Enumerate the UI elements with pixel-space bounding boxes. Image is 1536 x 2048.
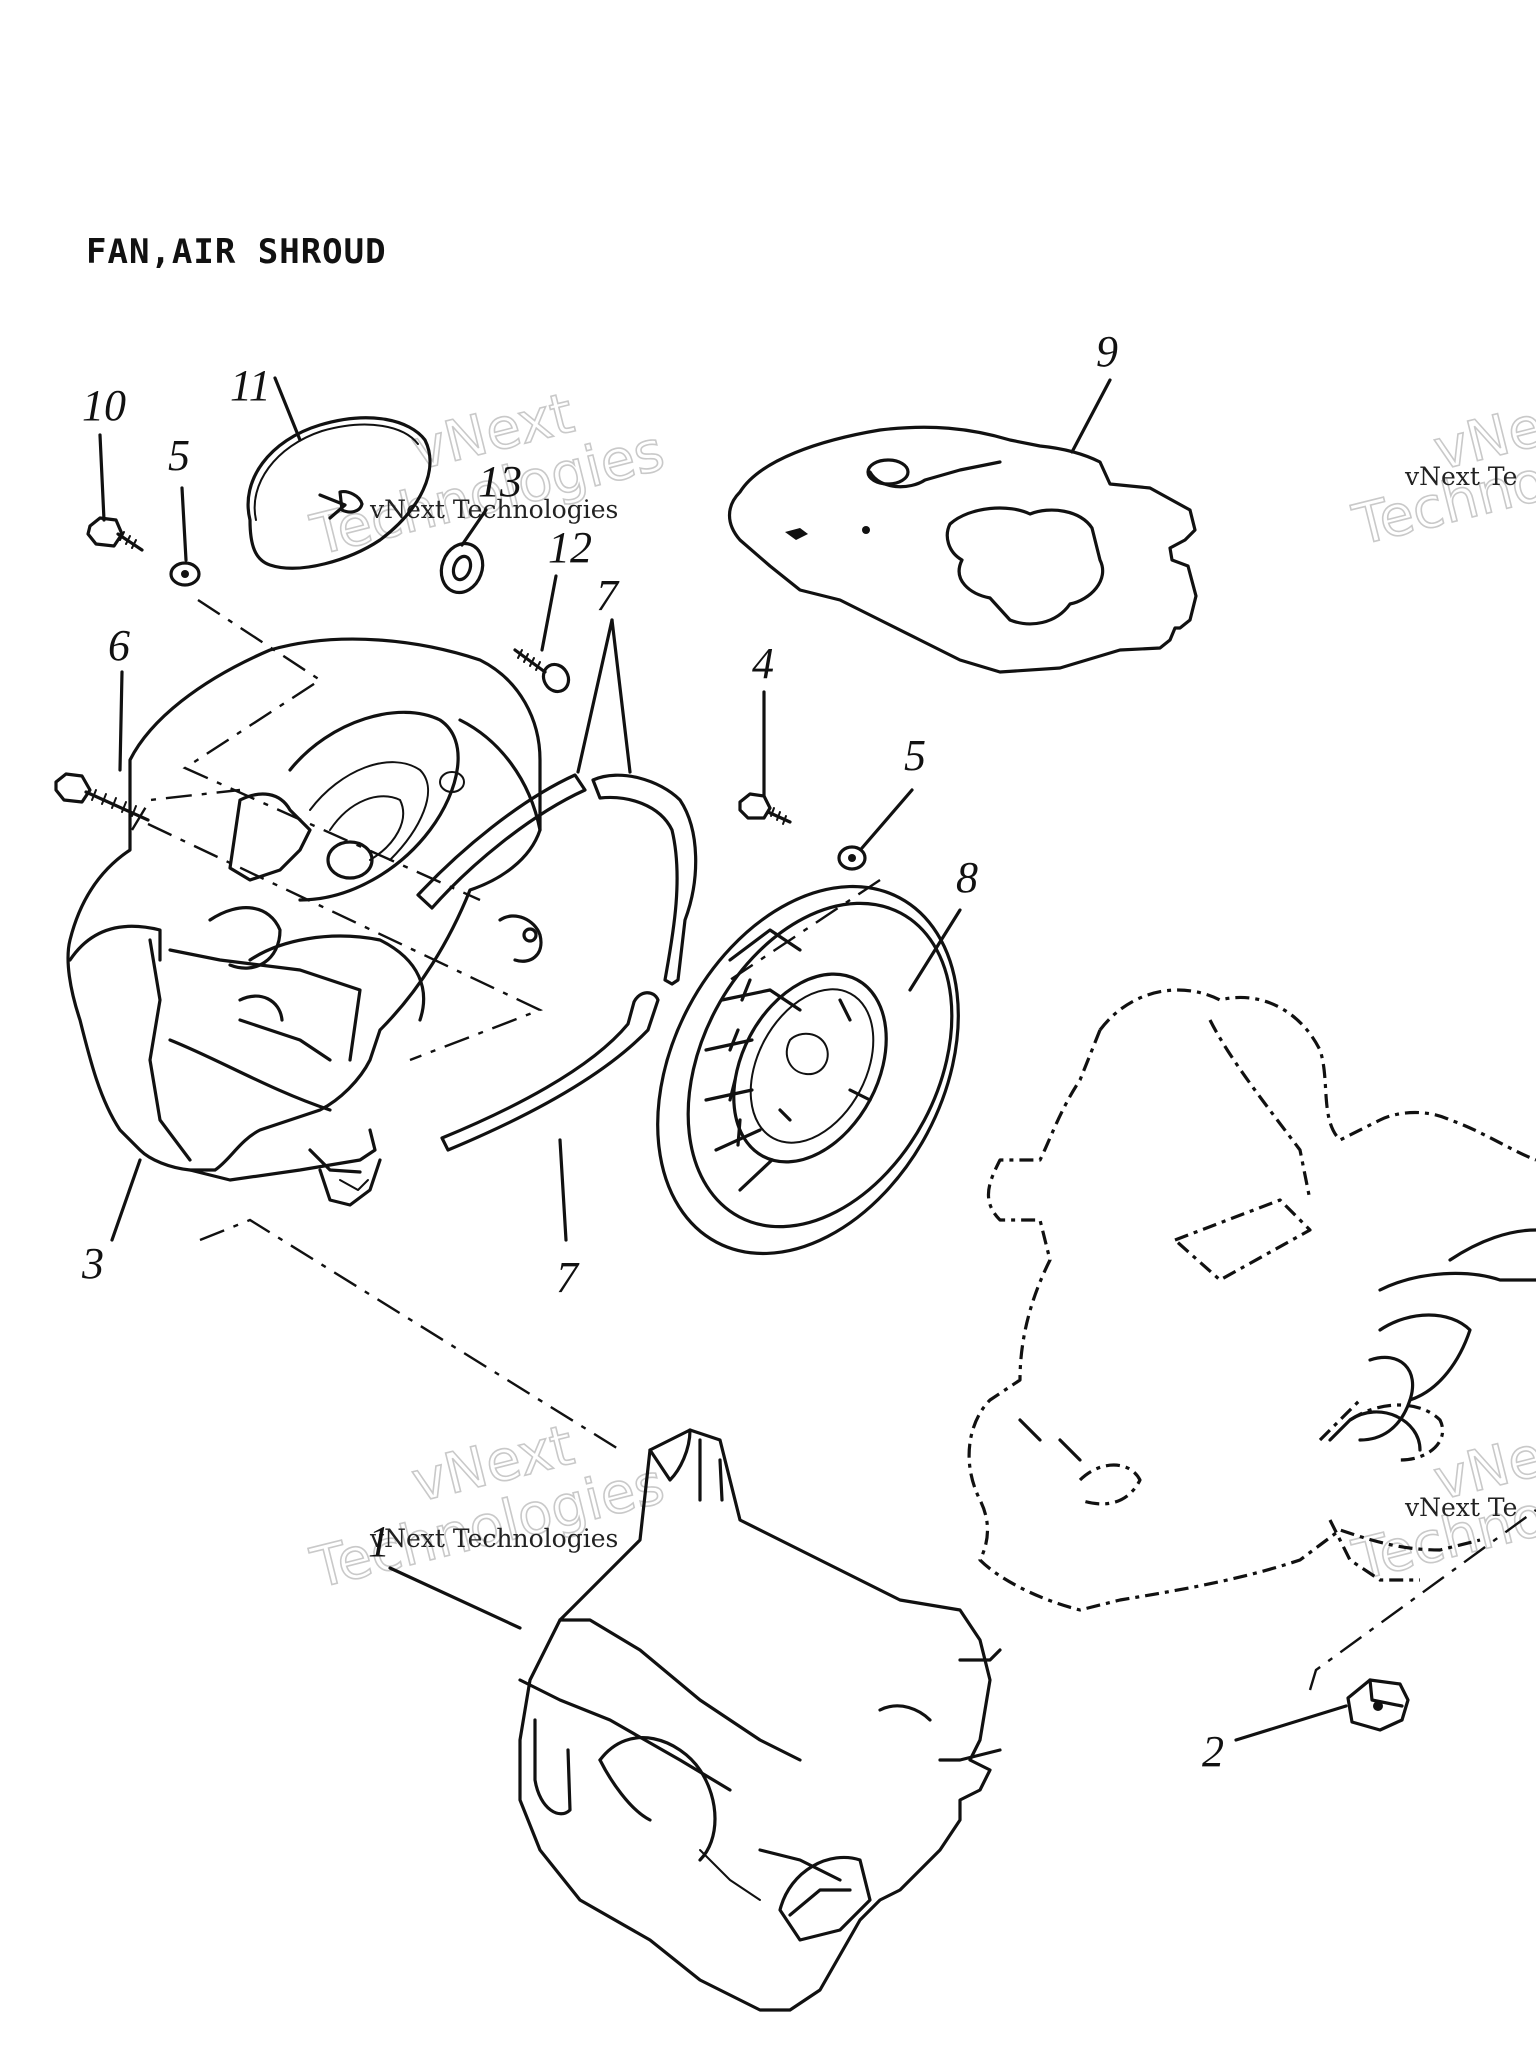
part-13-washer — [439, 541, 485, 595]
callout-11: 11 — [230, 361, 271, 410]
part-1-cylinder-cover — [518, 1428, 1002, 2012]
callout-numbers: 11 10 5 13 12 9 7 6 4 5 8 3 7 1 2 — [81, 327, 1224, 1776]
part-3-fan-housing — [66, 637, 543, 1207]
callout-12: 12 — [548, 523, 592, 572]
callout-7-upper: 7 — [596, 571, 620, 620]
part-5-washer-right — [837, 845, 867, 871]
watermark-bottom: vNext Technologies vNext Technologies — [304, 1412, 671, 1602]
part-10-bolt — [86, 516, 144, 552]
watermark-edge-small: vNext Te — [1404, 462, 1517, 491]
part-7-hose-left — [416, 773, 587, 910]
callout-4: 4 — [752, 639, 774, 688]
callout-5-right: 5 — [904, 731, 926, 780]
part-6-bolt — [54, 772, 150, 822]
callout-6: 6 — [108, 621, 130, 670]
part-8-flywheel-fan — [656, 884, 960, 1256]
watermark-edge-small-2: vNext Te — [1404, 1493, 1517, 1522]
callout-8: 8 — [956, 853, 978, 902]
part-4-bolt — [738, 792, 792, 825]
part-9-shield-plate — [727, 425, 1198, 674]
callout-10: 10 — [82, 381, 126, 430]
callout-2: 2 — [1202, 1727, 1224, 1776]
callout-13: 13 — [478, 457, 522, 506]
part-7-hose-bottom — [440, 991, 660, 1152]
part-12-screw — [513, 648, 571, 694]
callout-leaders — [98, 376, 1348, 1742]
watermark-bottom-right: vNe Techno vNext Te — [1346, 1423, 1536, 1594]
watermark-top-right: vNe Techno vNext Te — [1346, 393, 1536, 559]
callout-9: 9 — [1096, 327, 1118, 376]
callout-5-upper-left: 5 — [168, 431, 190, 480]
engine-block-outline — [967, 988, 1536, 1612]
callout-3: 3 — [81, 1239, 104, 1288]
part-7-hose-middle — [591, 773, 698, 986]
diagram-title: FAN,AIR SHROUD — [86, 232, 387, 272]
part-11-gasket-ring — [246, 416, 432, 570]
callout-7-lower: 7 — [556, 1253, 580, 1302]
callout-1: 1 — [368, 1517, 390, 1566]
watermark-small-text-2: vNext Technologies — [369, 1524, 618, 1553]
part-5-washer-left — [169, 561, 201, 587]
part-2-grommet — [1346, 1678, 1410, 1732]
assembly-guide-lines — [130, 598, 1536, 1691]
